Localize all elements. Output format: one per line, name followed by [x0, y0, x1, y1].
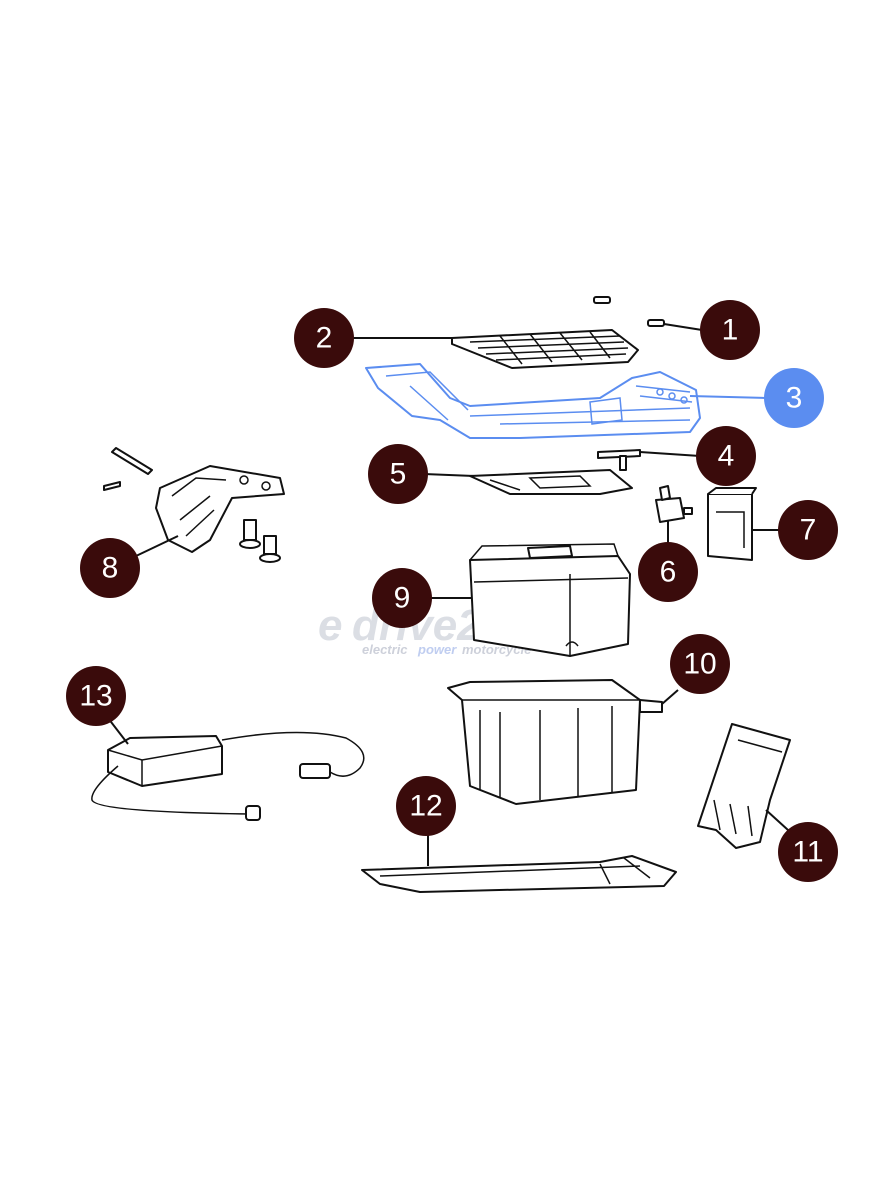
part-7-bracket[interactable] [707, 487, 757, 561]
callout-7[interactable]: 7 [778, 500, 838, 560]
leader-lines [107, 323, 789, 866]
callout-8-label: 8 [102, 552, 119, 585]
part-10-battery-tray[interactable] [447, 679, 663, 805]
callout-5-label: 5 [390, 458, 407, 491]
part-5-plate[interactable] [469, 469, 633, 495]
leader-13 [107, 717, 129, 745]
part-2-grille-cover[interactable] [451, 329, 639, 369]
callout-2[interactable]: 2 [294, 308, 354, 368]
callout-6-label: 6 [660, 556, 677, 589]
callout-10[interactable]: 10 [670, 634, 730, 694]
callout-9-label: 9 [394, 582, 411, 615]
callout-8[interactable]: 8 [80, 538, 140, 598]
part-9-battery[interactable] [469, 543, 631, 657]
part-6-connector[interactable] [655, 485, 693, 523]
callout-13-label: 13 [79, 680, 112, 713]
callout-5[interactable]: 5 [368, 444, 428, 504]
watermark-prefix: e [318, 601, 342, 650]
part-12-underbody-plate[interactable] [361, 855, 677, 893]
callout-11-label: 11 [792, 836, 823, 869]
watermark-tagline-a: electric [362, 642, 408, 657]
callout-3-label: 3 [786, 382, 803, 415]
part-13-charger[interactable] [91, 731, 365, 821]
callout-1-label: 1 [722, 314, 739, 347]
callout-1[interactable]: 1 [700, 300, 760, 360]
watermark-tagline-b: power [417, 642, 457, 657]
part-8-bracket-assembly[interactable] [103, 447, 285, 563]
callout-3[interactable]: 3 [764, 368, 824, 428]
leader-4 [639, 451, 701, 457]
leader-3 [689, 395, 767, 399]
part-3-frame-tray[interactable] [365, 363, 701, 439]
leader-1 [663, 323, 703, 331]
callout-9[interactable]: 9 [372, 568, 432, 628]
callout-12[interactable]: 12 [396, 776, 456, 836]
callout-4[interactable]: 4 [696, 426, 756, 486]
callout-7-label: 7 [800, 514, 817, 547]
part-4-clip[interactable] [597, 449, 641, 471]
leader-8 [135, 535, 179, 557]
leader-5 [423, 473, 475, 477]
callout-11[interactable]: 11 [778, 822, 838, 882]
callout-10-label: 10 [683, 648, 716, 681]
callout-2-label: 2 [316, 322, 333, 355]
part-1-clips[interactable] [593, 296, 665, 327]
callout-12-label: 12 [409, 790, 442, 823]
part-11-mounting-bracket[interactable] [697, 723, 791, 849]
leader-10 [661, 689, 679, 705]
callout-4-label: 4 [718, 440, 735, 473]
leader-11 [765, 809, 789, 831]
callout-6[interactable]: 6 [638, 542, 698, 602]
callout-13[interactable]: 13 [66, 666, 126, 726]
